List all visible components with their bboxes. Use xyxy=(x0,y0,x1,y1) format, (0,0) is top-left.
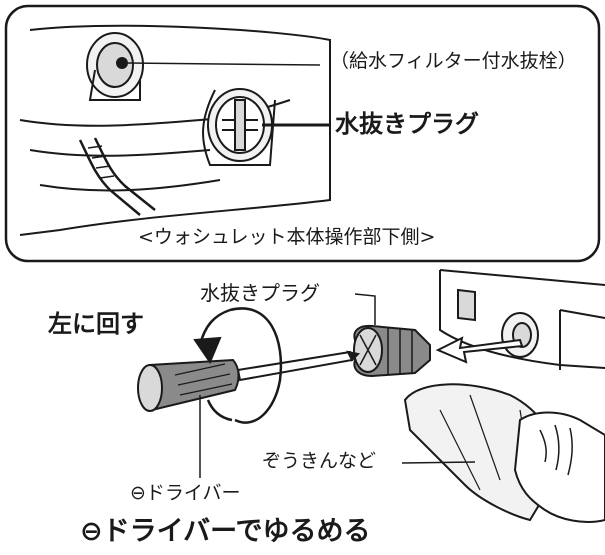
screwdriver-label: ⊖ドライバー xyxy=(130,482,241,504)
screwdriver xyxy=(137,350,361,412)
drain-plug xyxy=(353,324,431,378)
hand xyxy=(513,411,605,523)
screwdriver-shaft xyxy=(236,350,354,382)
toilet-body-outline xyxy=(19,24,331,236)
inset-caption: <ウォシュレット本体操作部下側> xyxy=(138,226,436,248)
water-valve xyxy=(86,32,144,101)
rotation-indicator xyxy=(193,307,283,424)
cloth-label: ぞうきんなど xyxy=(262,450,377,472)
inset-drain-plug xyxy=(202,88,276,166)
turn-left-label: 左に回す xyxy=(48,310,144,338)
leader-main-plug xyxy=(354,293,376,325)
leader-valve xyxy=(121,62,321,66)
main-plug-label: 水抜きプラグ xyxy=(200,281,320,305)
inset-plug-label: 水抜きプラグ xyxy=(335,110,479,138)
hose xyxy=(78,139,141,216)
removal-arrow xyxy=(435,336,524,364)
instruction-text: ⊖ドライバーでゆるめる xyxy=(80,516,371,547)
toilet-edge xyxy=(439,269,605,369)
leader-cloth xyxy=(401,461,476,464)
inset-panel xyxy=(4,4,601,263)
inset-frame xyxy=(4,4,601,263)
valve-label: （給水フィルター付水抜栓） xyxy=(330,50,577,72)
